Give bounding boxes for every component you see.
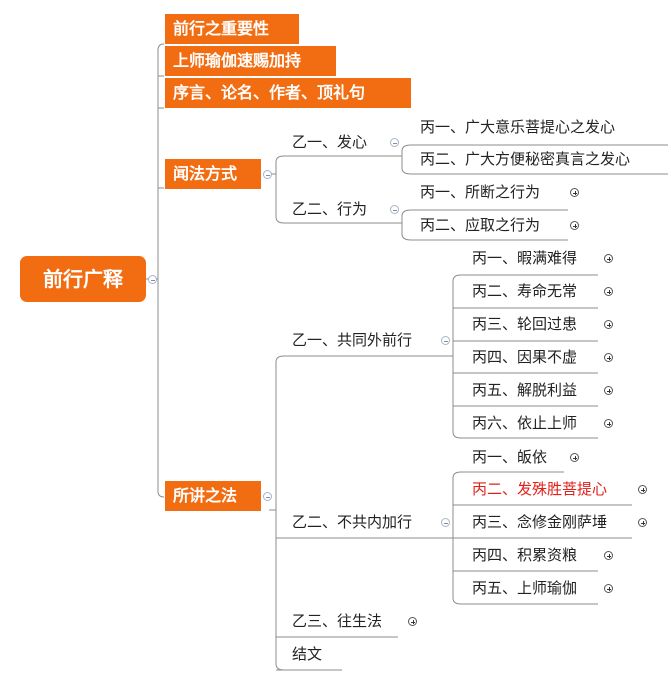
root-node[interactable]: 前行广释 [20, 256, 146, 302]
node-uncommon-1[interactable]: 丙一、皈依 [472, 448, 548, 466]
expand-icon[interactable] [604, 551, 613, 560]
node-yi3-phowa[interactable]: 乙三、往生法 [292, 612, 383, 630]
node-uncommon-4[interactable]: 丙四、积累资粮 [472, 546, 578, 564]
expand-icon[interactable] [570, 453, 579, 462]
node-yi2-uncommon[interactable]: 乙二、不共内加行 [292, 513, 413, 531]
node-conclusion[interactable]: 结文 [292, 645, 323, 663]
node-common-1[interactable]: 丙一、暇满难得 [472, 249, 578, 267]
node-uncommon-5[interactable]: 丙五、上师瑜伽 [472, 579, 578, 597]
expand-icon[interactable] [638, 485, 647, 494]
node-common-3[interactable]: 丙三、轮回过患 [472, 315, 578, 333]
collapse-icon[interactable] [263, 492, 272, 501]
expand-icon[interactable] [604, 287, 613, 296]
node-common-4[interactable]: 丙四、因果不虚 [472, 348, 578, 366]
node-yi2-xingwei[interactable]: 乙二、行为 [292, 200, 368, 218]
expand-icon[interactable] [570, 221, 579, 230]
collapse-icon[interactable] [390, 205, 399, 214]
collapse-icon[interactable] [441, 518, 450, 527]
node-common-6[interactable]: 丙六、依止上师 [472, 414, 578, 432]
expand-icon[interactable] [604, 386, 613, 395]
node-yi1-common[interactable]: 乙一、共同外前行 [292, 331, 413, 349]
node-bing-xingwei-1[interactable]: 丙一、所断之行为 [420, 183, 541, 201]
node-common-5[interactable]: 丙五、解脱利益 [472, 381, 578, 399]
node-yi1-faxin[interactable]: 乙一、发心 [292, 133, 368, 151]
expand-icon[interactable] [604, 584, 613, 593]
expand-icon[interactable] [638, 518, 647, 527]
collapse-icon[interactable] [148, 275, 157, 284]
node-bing-xingwei-2[interactable]: 丙二、应取之行为 [420, 216, 541, 234]
expand-icon[interactable] [604, 353, 613, 362]
node-importance[interactable]: 前行之重要性 [165, 14, 299, 44]
collapse-icon[interactable] [263, 170, 272, 179]
node-listening-method[interactable]: 闻法方式 [165, 159, 261, 189]
node-bing-faxin-1[interactable]: 丙一、广大意乐菩提心之发心 [420, 118, 616, 136]
expand-icon[interactable] [604, 320, 613, 329]
expand-icon[interactable] [604, 419, 613, 428]
collapse-icon[interactable] [441, 336, 450, 345]
expand-icon[interactable] [604, 254, 613, 263]
node-uncommon-3[interactable]: 丙三、念修金刚萨埵 [472, 513, 608, 531]
node-bing-faxin-2[interactable]: 丙二、广大方便秘密真言之发心 [420, 150, 631, 168]
node-uncommon-2[interactable]: 丙二、发殊胜菩提心 [472, 480, 608, 498]
expand-icon[interactable] [408, 617, 417, 626]
collapse-icon[interactable] [390, 138, 399, 147]
node-common-2[interactable]: 丙二、寿命无常 [472, 282, 578, 300]
node-preface[interactable]: 序言、论名、作者、顶礼句 [165, 78, 411, 108]
expand-icon[interactable] [570, 188, 579, 197]
node-guru-yoga-blessing[interactable]: 上师瑜伽速赐加持 [165, 46, 336, 76]
node-teaching[interactable]: 所讲之法 [165, 481, 261, 511]
